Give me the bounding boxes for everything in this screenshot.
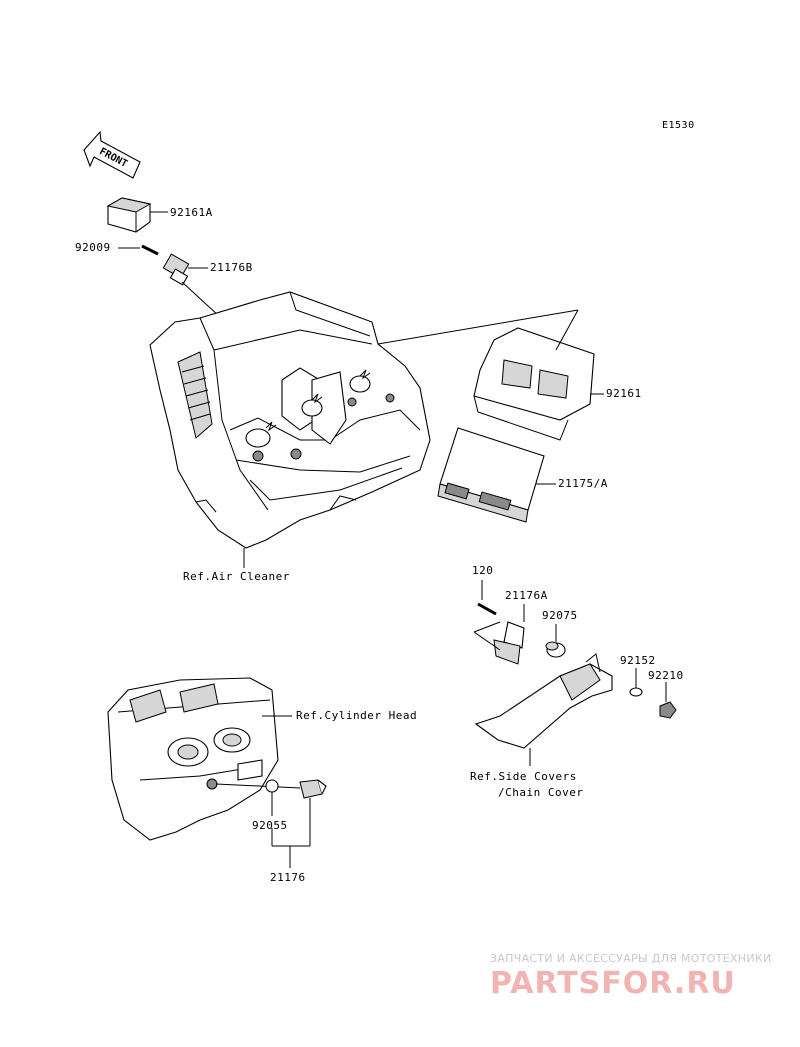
part-21176-sensor (271, 779, 327, 868)
front-arrow-icon: FRONT (83, 130, 141, 179)
label-120: 120 (472, 564, 494, 577)
label-92009: 92009 (75, 241, 111, 254)
cylinder-head (107, 677, 301, 841)
label-92161A: 92161A (170, 206, 213, 219)
label-ref-side-covers: Ref.Side Covers (470, 770, 577, 783)
diagram-code: E1530 (662, 120, 695, 131)
watermark-logo: PARTSFOR.RU (490, 966, 736, 1001)
label-ref-chain-cover: /Chain Cover (498, 786, 584, 799)
part-92009-screw (118, 244, 159, 256)
label-21176: 21176 (270, 871, 306, 884)
label-92055: 92055 (252, 819, 288, 832)
part-92210-nut (659, 682, 677, 719)
part-92161-rubber (473, 309, 604, 441)
label-21176A: 21176A (505, 589, 548, 602)
label-92161: 92161 (606, 387, 642, 400)
part-21176A-sensor (473, 604, 525, 665)
part-92161A-block (106, 197, 168, 233)
part-120-bolt (477, 580, 497, 616)
label-92075: 92075 (542, 609, 578, 622)
part-21175A-ecu (437, 427, 556, 523)
part-92055-oring (265, 779, 279, 816)
label-92152: 92152 (620, 654, 656, 667)
air-cleaner-housing (149, 291, 579, 568)
watermark-tagline: ЗАПЧАСТИ И АКСЕССУАРЫ ДЛЯ МОТОТЕХНИКИ (490, 952, 772, 965)
label-92210: 92210 (648, 669, 684, 682)
side-cover-bracket (474, 653, 613, 766)
label-21176B: 21176B (210, 261, 253, 274)
label-ref-cylinder-head: Ref.Cylinder Head (296, 709, 418, 722)
part-21176B-sensor (162, 253, 233, 329)
part-92075-collar (545, 624, 566, 658)
label-21175A: 21175/A (558, 477, 608, 490)
part-92152-washer (629, 668, 643, 697)
label-ref-air-cleaner: Ref.Air Cleaner (183, 570, 290, 583)
